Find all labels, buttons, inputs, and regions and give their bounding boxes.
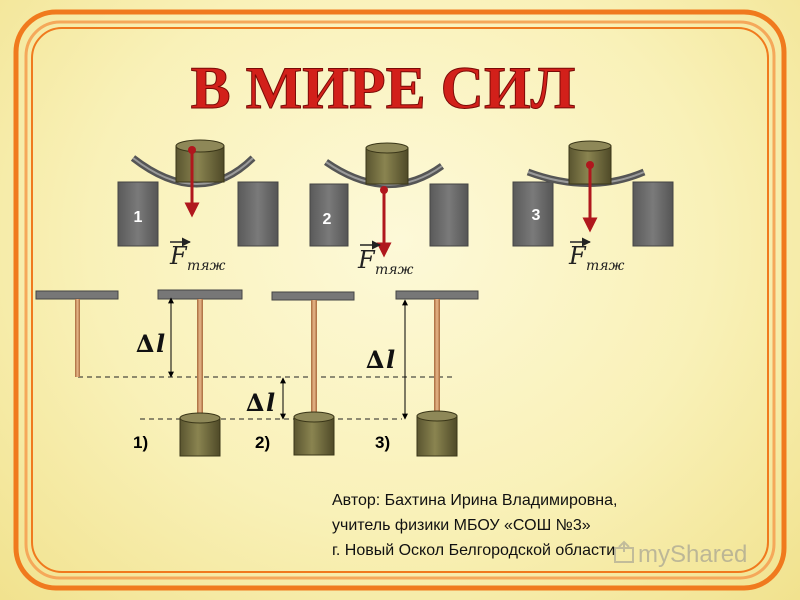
weight-cylinder xyxy=(175,145,225,183)
spring-label: 2) xyxy=(255,433,270,452)
spring xyxy=(75,299,80,377)
author-line-2: учитель физики МБОУ «СОШ №3» xyxy=(332,517,591,534)
length-symbol: l xyxy=(266,388,275,417)
spring-label: 3) xyxy=(375,433,390,452)
delta-symbol: ∆ xyxy=(246,388,264,417)
spring xyxy=(311,300,317,416)
weight-cylinder xyxy=(293,416,335,456)
author-line-1: Автор: Бахтина Ирина Владимировна, xyxy=(332,492,617,509)
force-letter: F xyxy=(357,246,376,274)
length-symbol: l xyxy=(156,329,165,358)
watermark-icon xyxy=(614,540,634,563)
support-diagram-1: 1 F тяж xyxy=(117,139,279,274)
support-diagram-2: 2 F тяж xyxy=(309,142,469,278)
length-symbol: l xyxy=(386,345,395,374)
spring-mount xyxy=(395,290,479,300)
force-letter: F xyxy=(568,242,587,270)
spring-mount xyxy=(157,289,243,300)
delta-symbol: ∆ xyxy=(136,329,154,358)
spring-mount xyxy=(35,290,119,300)
force-subscript: тяж xyxy=(187,258,226,274)
spring xyxy=(197,299,203,417)
spring-mount xyxy=(271,291,355,301)
support-block-left xyxy=(309,183,349,247)
delta-symbol: ∆ xyxy=(366,345,384,374)
support-block-left xyxy=(512,181,554,247)
support-label: 1 xyxy=(134,209,143,226)
spring xyxy=(434,299,440,416)
author-info: Автор: Бахтина Ирина Владимировна, учите… xyxy=(332,492,617,559)
weight-cylinder xyxy=(179,417,221,457)
force-letter: F xyxy=(169,242,188,270)
page-title: В МИРЕ СИЛ xyxy=(191,55,576,121)
slide-frame xyxy=(13,9,787,591)
watermark: myShared xyxy=(614,540,747,568)
force-subscript: тяж xyxy=(586,258,625,274)
support-label: 3 xyxy=(532,207,541,224)
spring-label: 1) xyxy=(133,433,148,452)
support-block-right xyxy=(429,183,469,247)
spring-diagram: ∆ l ∆ l ∆ l 1) 2) 3) xyxy=(35,289,479,457)
support-block-right xyxy=(237,181,279,247)
weight-cylinder xyxy=(416,415,458,457)
watermark-text: myShared xyxy=(638,541,747,568)
support-block-right xyxy=(632,181,674,247)
support-block-left xyxy=(117,181,159,247)
support-label: 2 xyxy=(323,211,332,228)
author-line-3: г. Новый Оскол Белгородской области xyxy=(332,542,615,559)
force-subscript: тяж xyxy=(375,262,414,278)
support-diagram-3: 3 F тяж xyxy=(512,140,674,274)
